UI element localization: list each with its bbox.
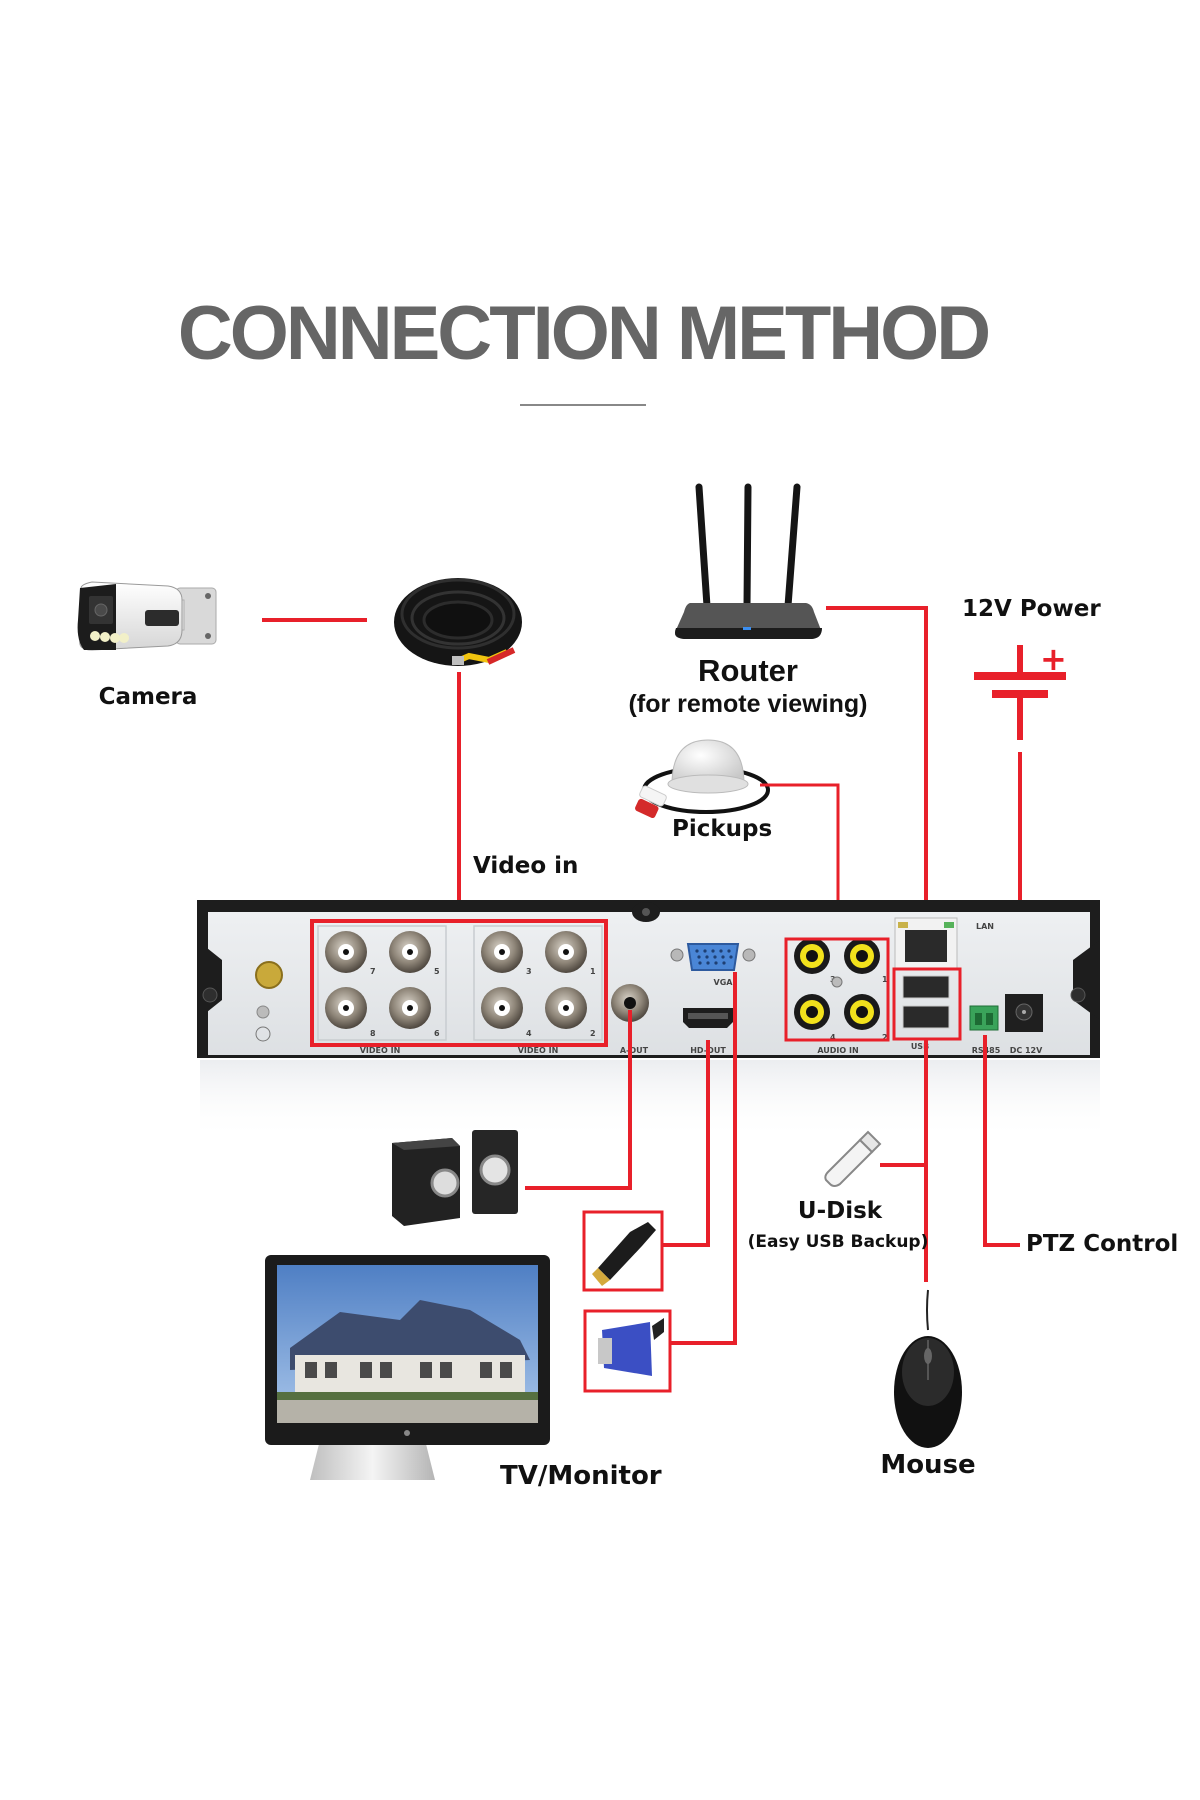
port-label-video-in-a: VIDEO IN (360, 1046, 401, 1055)
port-label-usb: USB (911, 1042, 929, 1051)
bnc-port-number: 2 (590, 1029, 596, 1038)
usb-flash-drive-icon (824, 1130, 882, 1187)
video-in-label: Video in (473, 853, 579, 879)
bnc-video-input-port: 6 (389, 987, 440, 1038)
bnc-video-input-port: 3 (481, 931, 532, 976)
hdmi-link (662, 1040, 710, 1247)
bullet-camera-icon (77, 581, 217, 651)
bnc-video-input-port: 8 (325, 987, 376, 1038)
ptz-control-label: PTZ Control (1026, 1231, 1179, 1257)
microphone-pickup-icon (635, 739, 770, 819)
port-label-a-out: A-OUT (620, 1046, 649, 1055)
audio-port-number: 4 (830, 1033, 836, 1042)
audio-port-number: 1 (882, 975, 888, 984)
rca-audio-input-port: 4 (794, 994, 836, 1042)
dvr-back-panel: 7 5 3 1 8 6 4 2 3 1 4 2 (197, 900, 1100, 1140)
udisk-label: U-Disk (797, 1198, 883, 1224)
rca-audio-input-port: 2 (844, 994, 888, 1042)
port-label-vga: VGA (714, 978, 734, 987)
mouse-icon (894, 1289, 962, 1448)
dc-power-symbol-icon (974, 645, 1066, 740)
bnc-port-number: 4 (526, 1029, 532, 1038)
port-label-audio-in: AUDIO IN (817, 1046, 858, 1055)
port-label-video-in-b: VIDEO IN (518, 1046, 559, 1055)
router-lan-link (826, 606, 928, 930)
audio-port-number: 2 (882, 1033, 888, 1042)
bnc-port-number: 7 (370, 967, 376, 976)
wifi-router-icon (675, 483, 822, 639)
mouse-label: Mouse (880, 1450, 976, 1480)
router-sublabel: (for remote viewing) (628, 690, 868, 718)
monitor-label: TV/Monitor (500, 1461, 662, 1491)
vga-plug-icon (598, 1318, 664, 1376)
bnc-video-input-port: 2 (545, 987, 596, 1038)
pickup-audio-link (760, 783, 840, 940)
speakers-icon (392, 1130, 518, 1226)
bnc-video-input-port: 5 (389, 931, 440, 976)
rca-audio-input-port: 3 (794, 938, 836, 984)
bnc-cable-coil-icon (394, 578, 522, 666)
camera-label: Camera (98, 684, 198, 710)
bnc-port-number: 1 (590, 967, 596, 976)
page-title: CONNECTION METHOD (177, 291, 991, 376)
power-label: 12V Power (962, 596, 1101, 622)
port-label-lan: LAN (976, 922, 994, 931)
audio-out-speaker-link (525, 1010, 632, 1190)
bnc-video-input-port: 1 (545, 931, 596, 976)
monitor-icon (265, 1255, 550, 1480)
bnc-port-number: 6 (434, 1029, 440, 1038)
pickups-label: Pickups (672, 816, 773, 842)
bnc-port-number: 5 (434, 967, 440, 976)
rs485-ptz-link (983, 1035, 1020, 1247)
router-label: Router (698, 653, 798, 688)
rca-audio-input-port: 1 (844, 938, 888, 984)
title-divider (520, 404, 646, 406)
udisk-sublabel: (Easy USB Backup) (747, 1232, 929, 1252)
power-plus-sign: + (1040, 640, 1067, 678)
vga-link (670, 972, 737, 1345)
bnc-video-input-port: 4 (481, 987, 532, 1038)
bnc-video-input-port: 7 (325, 931, 376, 976)
hdmi-plug-icon (592, 1222, 656, 1286)
bnc-port-number: 8 (370, 1029, 376, 1038)
bnc-port-number: 3 (526, 967, 532, 976)
port-label-dc-12v: DC 12V (1010, 1046, 1043, 1055)
